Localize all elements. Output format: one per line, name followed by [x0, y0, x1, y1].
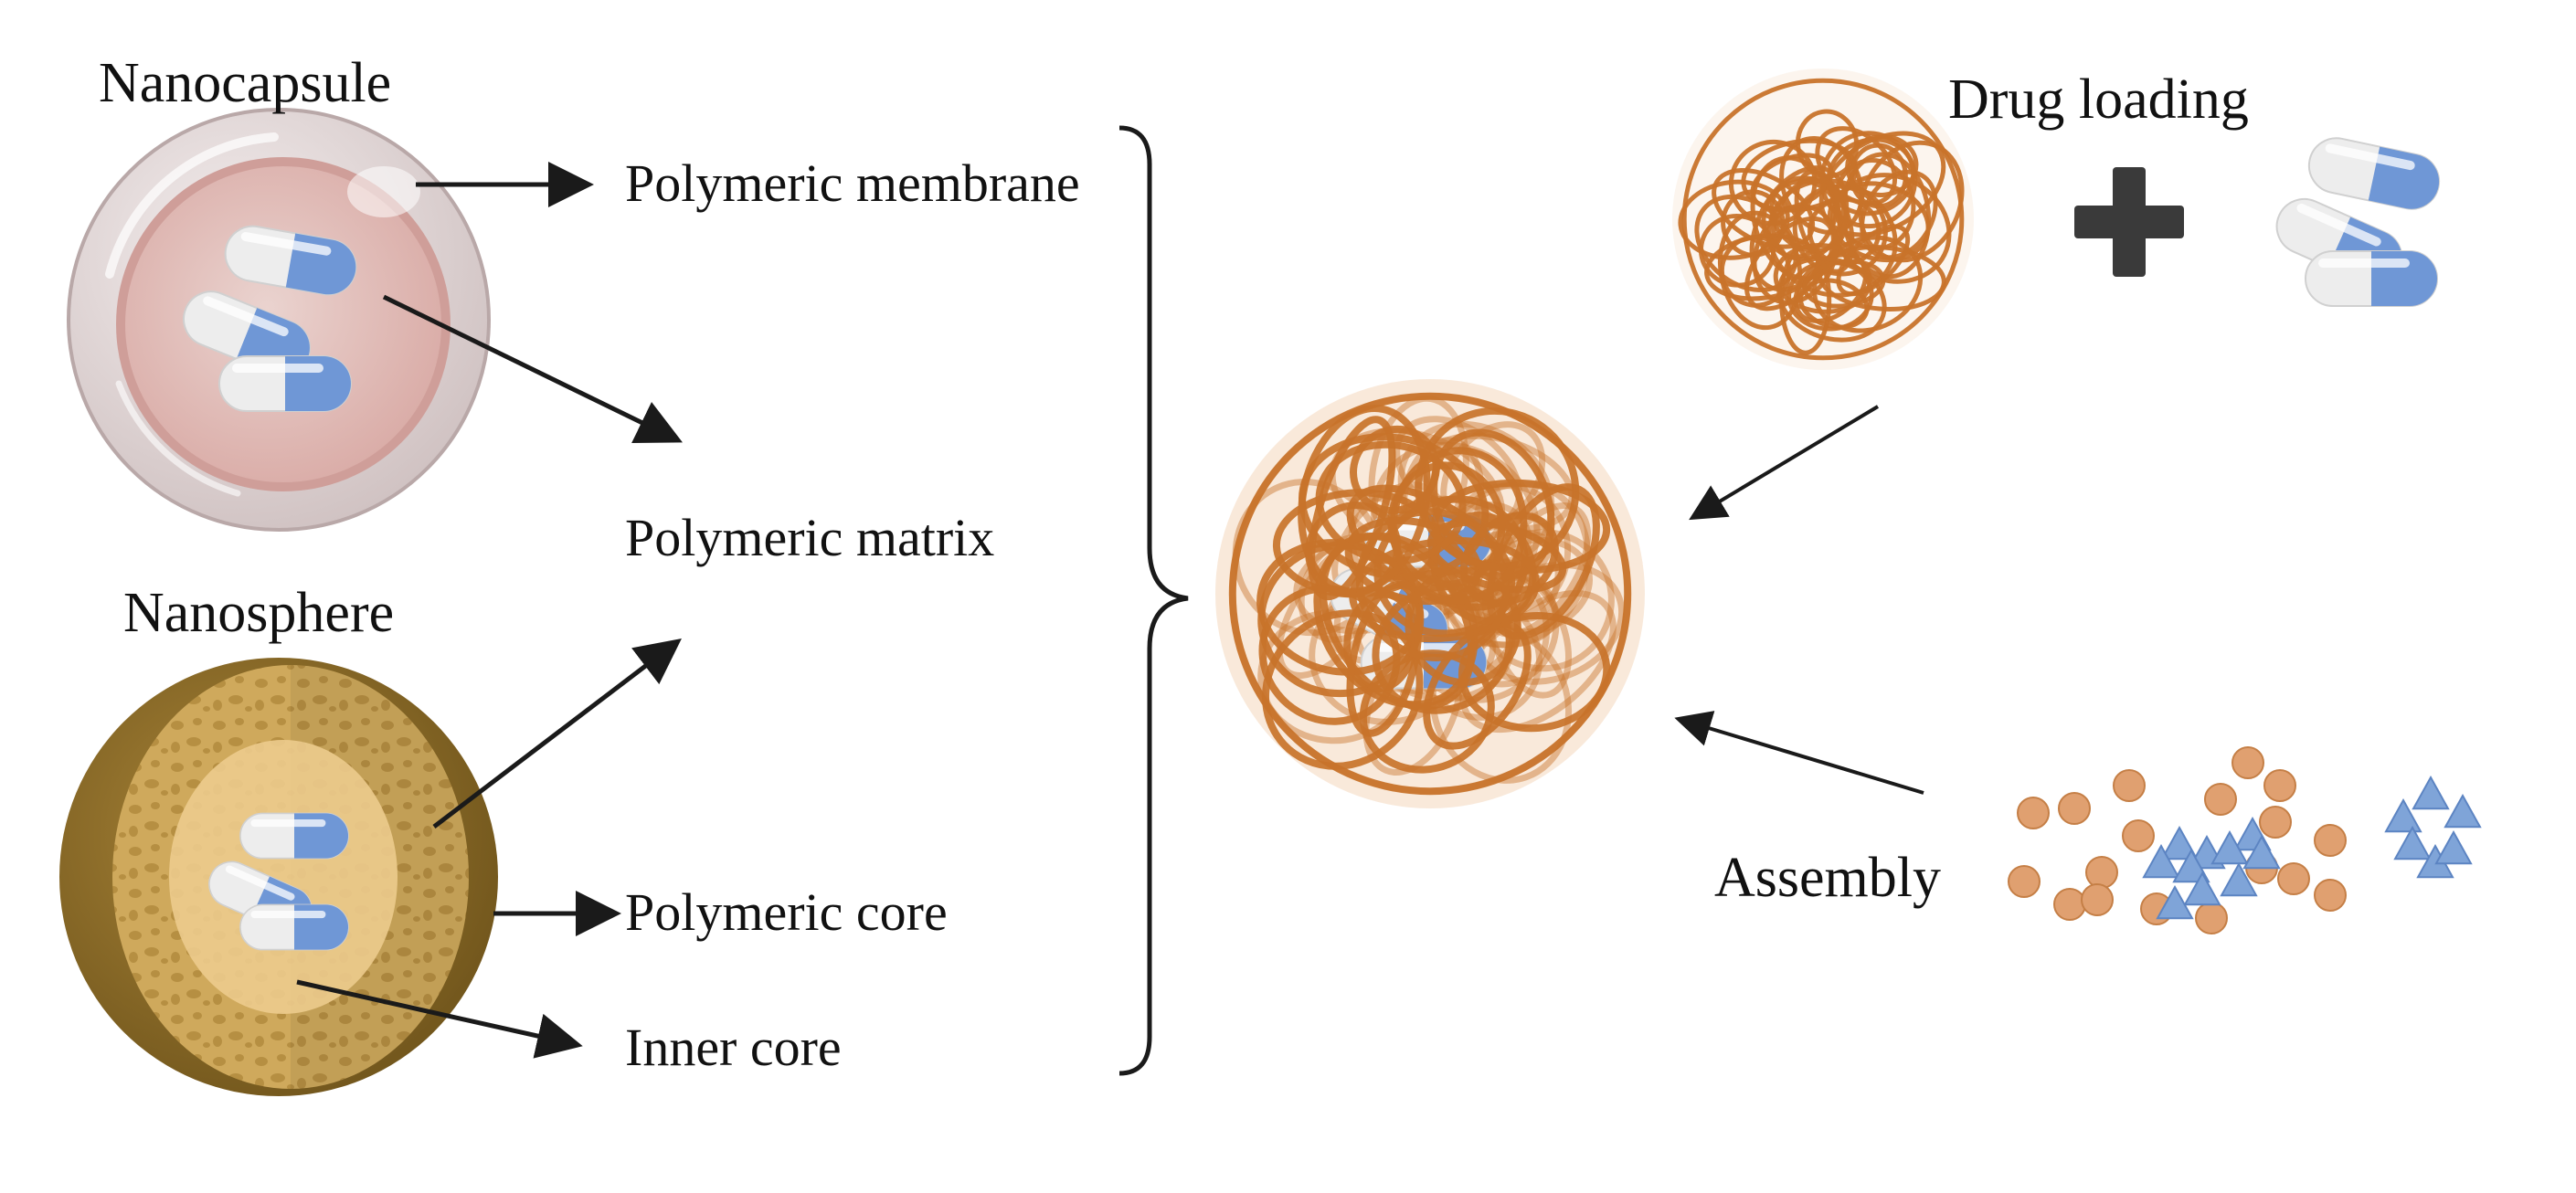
drug-loading-label: Drug loading: [1948, 69, 2249, 131]
monomer-triangle-icon: [2393, 825, 2432, 860]
monomer-triangle-icon: [2384, 797, 2422, 833]
monomer-circle-icon: [2259, 806, 2292, 839]
monomer-circle-icon: [2113, 769, 2146, 802]
monomer-circle-icon: [2231, 746, 2264, 779]
monomer-circle-icon: [2277, 862, 2310, 895]
polymeric-membrane-label: Polymeric membrane: [625, 153, 1080, 213]
monomer-circle-icon: [2085, 856, 2118, 889]
monomer-triangle-icon: [2172, 848, 2210, 883]
nanosphere-graphic: [59, 658, 498, 1096]
monomer-triangle-icon: [2412, 775, 2450, 810]
monomer-circle-icon: [2204, 783, 2237, 816]
monomer-circle-icon: [2263, 769, 2296, 802]
plus-icon: [2074, 167, 2184, 277]
monomer-triangle-icon: [2156, 884, 2194, 920]
monomer-circle-icon: [2017, 797, 2050, 829]
monomer-circle-icon: [2122, 819, 2155, 852]
polymer-coil-icon-small: [1672, 69, 1974, 370]
monomer-circle-icon: [2081, 883, 2114, 916]
drug-capsule-icon: [2267, 132, 2445, 307]
monomer-circle-icon: [2008, 865, 2041, 898]
monomer-group: [2008, 746, 2482, 934]
monomer-circle-icon: [2058, 792, 2091, 825]
monomer-triangle-icon: [2220, 861, 2258, 897]
monomer-circle-icon: [2195, 902, 2228, 934]
nanosphere-title: Nanosphere: [123, 582, 395, 644]
inner-core-label: Inner core: [625, 1018, 842, 1077]
monomer-circle-icon: [2053, 888, 2086, 921]
polymeric-matrix-label: Polymeric matrix: [625, 508, 995, 567]
monomer-circle-icon: [2314, 879, 2347, 912]
nanocapsule-title: Nanocapsule: [99, 52, 392, 114]
polymeric-core-label: Polymeric core: [625, 882, 948, 942]
monomer-triangle-icon: [2142, 843, 2180, 879]
nanocapsule-graphic: [67, 108, 491, 532]
monomer-triangle-icon: [2210, 829, 2249, 865]
monomer-triangle-icon: [2183, 871, 2221, 906]
monomer-circle-icon: [2314, 824, 2347, 857]
curly-brace-icon: [1118, 125, 1189, 1076]
monomer-triangle-icon: [2434, 829, 2473, 865]
monomer-triangle-icon: [2443, 793, 2482, 829]
assembly-label: Assembly: [1714, 847, 1941, 909]
monomer-triangle-icon: [2242, 834, 2281, 870]
monomer-triangle-icon: [2160, 825, 2199, 860]
